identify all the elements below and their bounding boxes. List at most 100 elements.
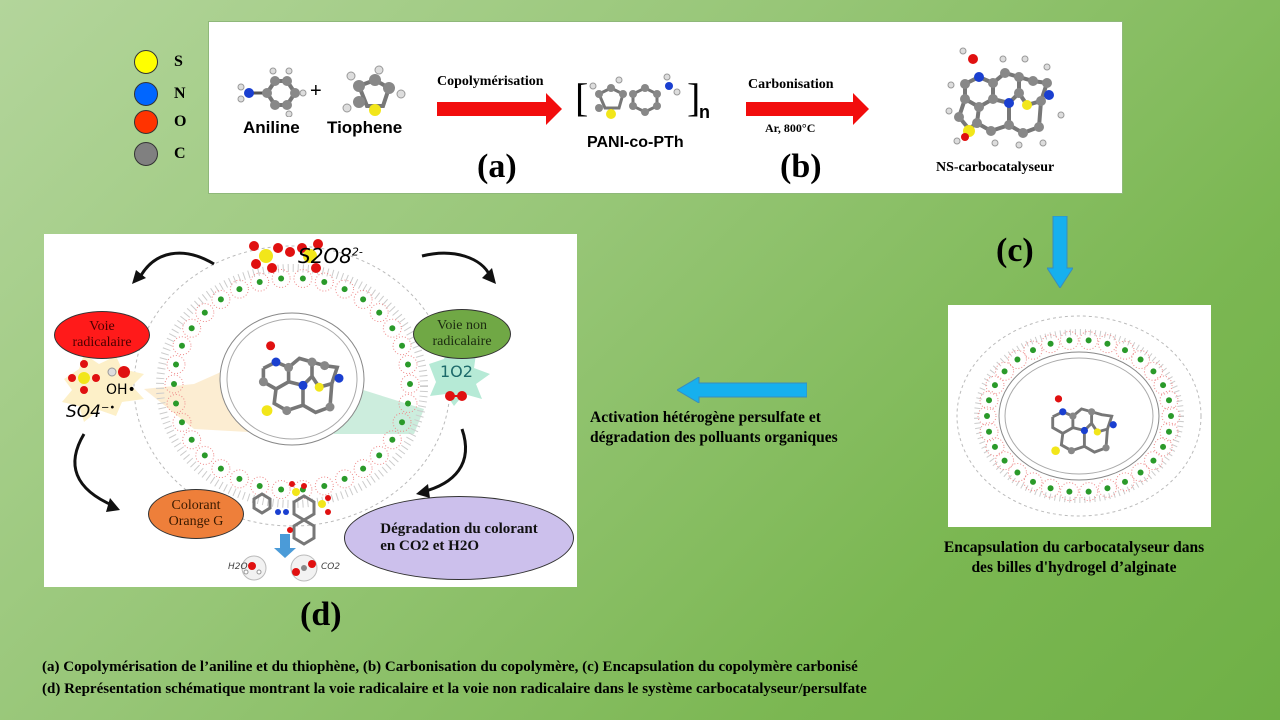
copolymerisation-label: Copolymérisation — [437, 74, 544, 89]
persulfate-molecule-icon — [249, 239, 323, 273]
step-b-label: (b) — [780, 148, 822, 185]
synthesis-panel: Aniline + Tiophene Copolymérisation [ ] … — [208, 21, 1123, 194]
bead-core — [188, 436, 195, 443]
nitrogen-atom-icon — [134, 82, 158, 106]
bead-core — [1066, 337, 1073, 344]
so4-radical-charge: −• — [101, 402, 116, 414]
oxygen-atom-icon — [134, 110, 158, 134]
bead-core — [991, 443, 998, 450]
bead-halo — [293, 268, 313, 288]
bead-core — [341, 475, 348, 482]
bead-core — [321, 279, 328, 286]
bead-halo — [1115, 472, 1135, 492]
bead-halo — [166, 393, 186, 413]
bead-core — [986, 428, 993, 435]
encapsulation-caption: Encapsulation du carbocatalyseur dans de… — [893, 538, 1255, 578]
aniline-label: Aniline — [243, 118, 300, 137]
bead-halo — [1079, 482, 1099, 502]
persulfate-formula-text: S2O8 — [298, 244, 352, 268]
curved-arrow-right-top — [421, 251, 492, 277]
bead-halo — [195, 445, 215, 465]
bead-core — [299, 275, 306, 282]
step-a-label: (a) — [477, 148, 517, 185]
bead-halo — [293, 480, 313, 500]
legend-item-sulfur: S — [134, 50, 183, 74]
bead-core — [1047, 485, 1054, 492]
encapsulation-caption-line2: des billes d'hydrogel d’alginate — [971, 559, 1177, 577]
bead-halo — [1023, 340, 1043, 360]
bead-core — [389, 436, 396, 443]
ns-carbocatalyst-label: NS-carbocatalyseur — [936, 160, 1055, 175]
bead-halo — [1115, 340, 1135, 360]
bead-halo — [335, 279, 355, 299]
bead-core — [1165, 397, 1172, 404]
bead-core — [1160, 443, 1167, 450]
non-radical-pathway-line2: radicalaire — [432, 334, 492, 349]
bead-halo — [1161, 406, 1181, 426]
bead-halo — [1059, 482, 1079, 502]
bead-core — [178, 419, 185, 426]
alginate-bead-icon — [956, 315, 1202, 517]
bead-core — [178, 342, 185, 349]
carbonisation-label: Carbonisation — [748, 77, 834, 92]
bead-core — [404, 361, 411, 368]
copolymerisation-arrow — [437, 93, 562, 125]
thiophene-molecule-icon — [342, 65, 406, 116]
bead-halo — [985, 437, 1005, 457]
bead-halo — [392, 412, 412, 432]
step-c-label: (c) — [996, 232, 1034, 269]
bead-halo — [335, 469, 355, 489]
colorant-line2: Orange G — [168, 514, 224, 529]
bead-core — [341, 286, 348, 293]
curved-arrow-left-top — [137, 251, 215, 280]
bead-core — [1104, 485, 1111, 492]
bead-core — [1122, 347, 1128, 354]
bead-core — [1001, 457, 1008, 464]
bead-core — [1085, 488, 1092, 495]
bead-core — [399, 419, 406, 426]
bead-halo — [211, 459, 231, 479]
bead-core — [278, 486, 285, 493]
legend-item-carbon: C — [134, 142, 186, 166]
non-radical-pathway-line1: Voie non — [437, 317, 487, 333]
polymer-subscript: n — [699, 102, 710, 122]
oh-radical-label: OH• — [106, 382, 136, 398]
step-d-label: (d) — [300, 596, 342, 633]
bead-halo — [164, 374, 184, 394]
persulfate-formula: S2O82- — [298, 244, 363, 268]
bead-halo — [271, 480, 291, 500]
persulfate-charge: 2- — [351, 245, 363, 259]
degradation-line1: Dégradation du colorant — [380, 520, 538, 537]
bead-core — [1150, 457, 1157, 464]
carbonisation-condition: Ar, 800°C — [765, 121, 816, 135]
bead-core — [376, 452, 383, 459]
bead-core — [1160, 382, 1167, 389]
curved-arrow-left-bottom — [73, 433, 115, 508]
bead-core — [256, 279, 263, 286]
bead-halo — [353, 459, 373, 479]
bead-core — [173, 361, 180, 368]
bead-halo — [400, 374, 420, 394]
activation-arrow — [677, 377, 807, 403]
bead-core — [1001, 368, 1008, 375]
mechanism-diagram — [62, 239, 496, 582]
legend-item-nitrogen: N — [134, 82, 186, 106]
orange-g-molecule-icon — [252, 481, 331, 546]
encapsulation-arrow — [1047, 216, 1073, 288]
co2-label: CO2 — [321, 562, 341, 572]
bead-halo — [1023, 472, 1043, 492]
carbonisation-arrow — [746, 93, 871, 125]
bead-core — [1014, 469, 1021, 476]
sulfur-atom-icon — [134, 50, 158, 74]
bead-core — [376, 309, 383, 316]
h2o-label: H2O — [228, 562, 248, 572]
bead-core — [1165, 428, 1172, 435]
bead-core — [991, 382, 998, 389]
bead-halo — [369, 445, 389, 465]
bead-core — [256, 482, 263, 489]
bead-halo — [979, 390, 999, 410]
bead-core — [1104, 340, 1111, 347]
